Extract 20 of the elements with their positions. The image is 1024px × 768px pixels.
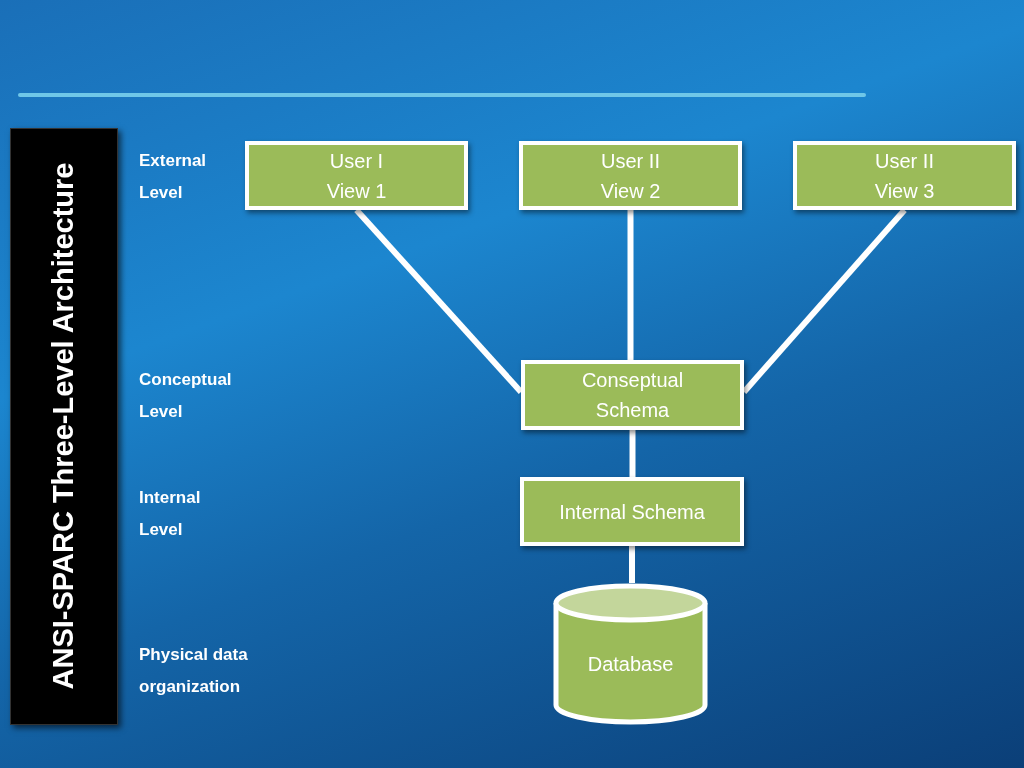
schema-box <box>793 141 1016 210</box>
connector-line <box>629 546 635 583</box>
node-label: Database <box>586 652 675 677</box>
connector-line <box>627 210 634 360</box>
node-label: Conseptual Schema <box>580 368 685 423</box>
node-label: User II View 2 <box>599 148 662 204</box>
schema-box <box>245 141 468 210</box>
level-label: External Level <box>139 150 208 204</box>
database-cylinder <box>553 583 708 725</box>
diagram-title: ANSI-SPARC Three-Level Architecture <box>46 161 81 692</box>
schema-box <box>521 360 744 430</box>
node-label: Internal Schema <box>558 499 706 525</box>
level-label: Internal Level <box>139 487 202 541</box>
schema-box <box>520 477 744 546</box>
level-label: Physical data organization <box>139 644 249 698</box>
level-label: Conceptual Level <box>139 369 233 423</box>
schema-box <box>519 141 742 210</box>
connector-line <box>629 430 636 477</box>
node-label: User I View 1 <box>325 148 388 204</box>
node-label: User II View 3 <box>873 148 936 204</box>
